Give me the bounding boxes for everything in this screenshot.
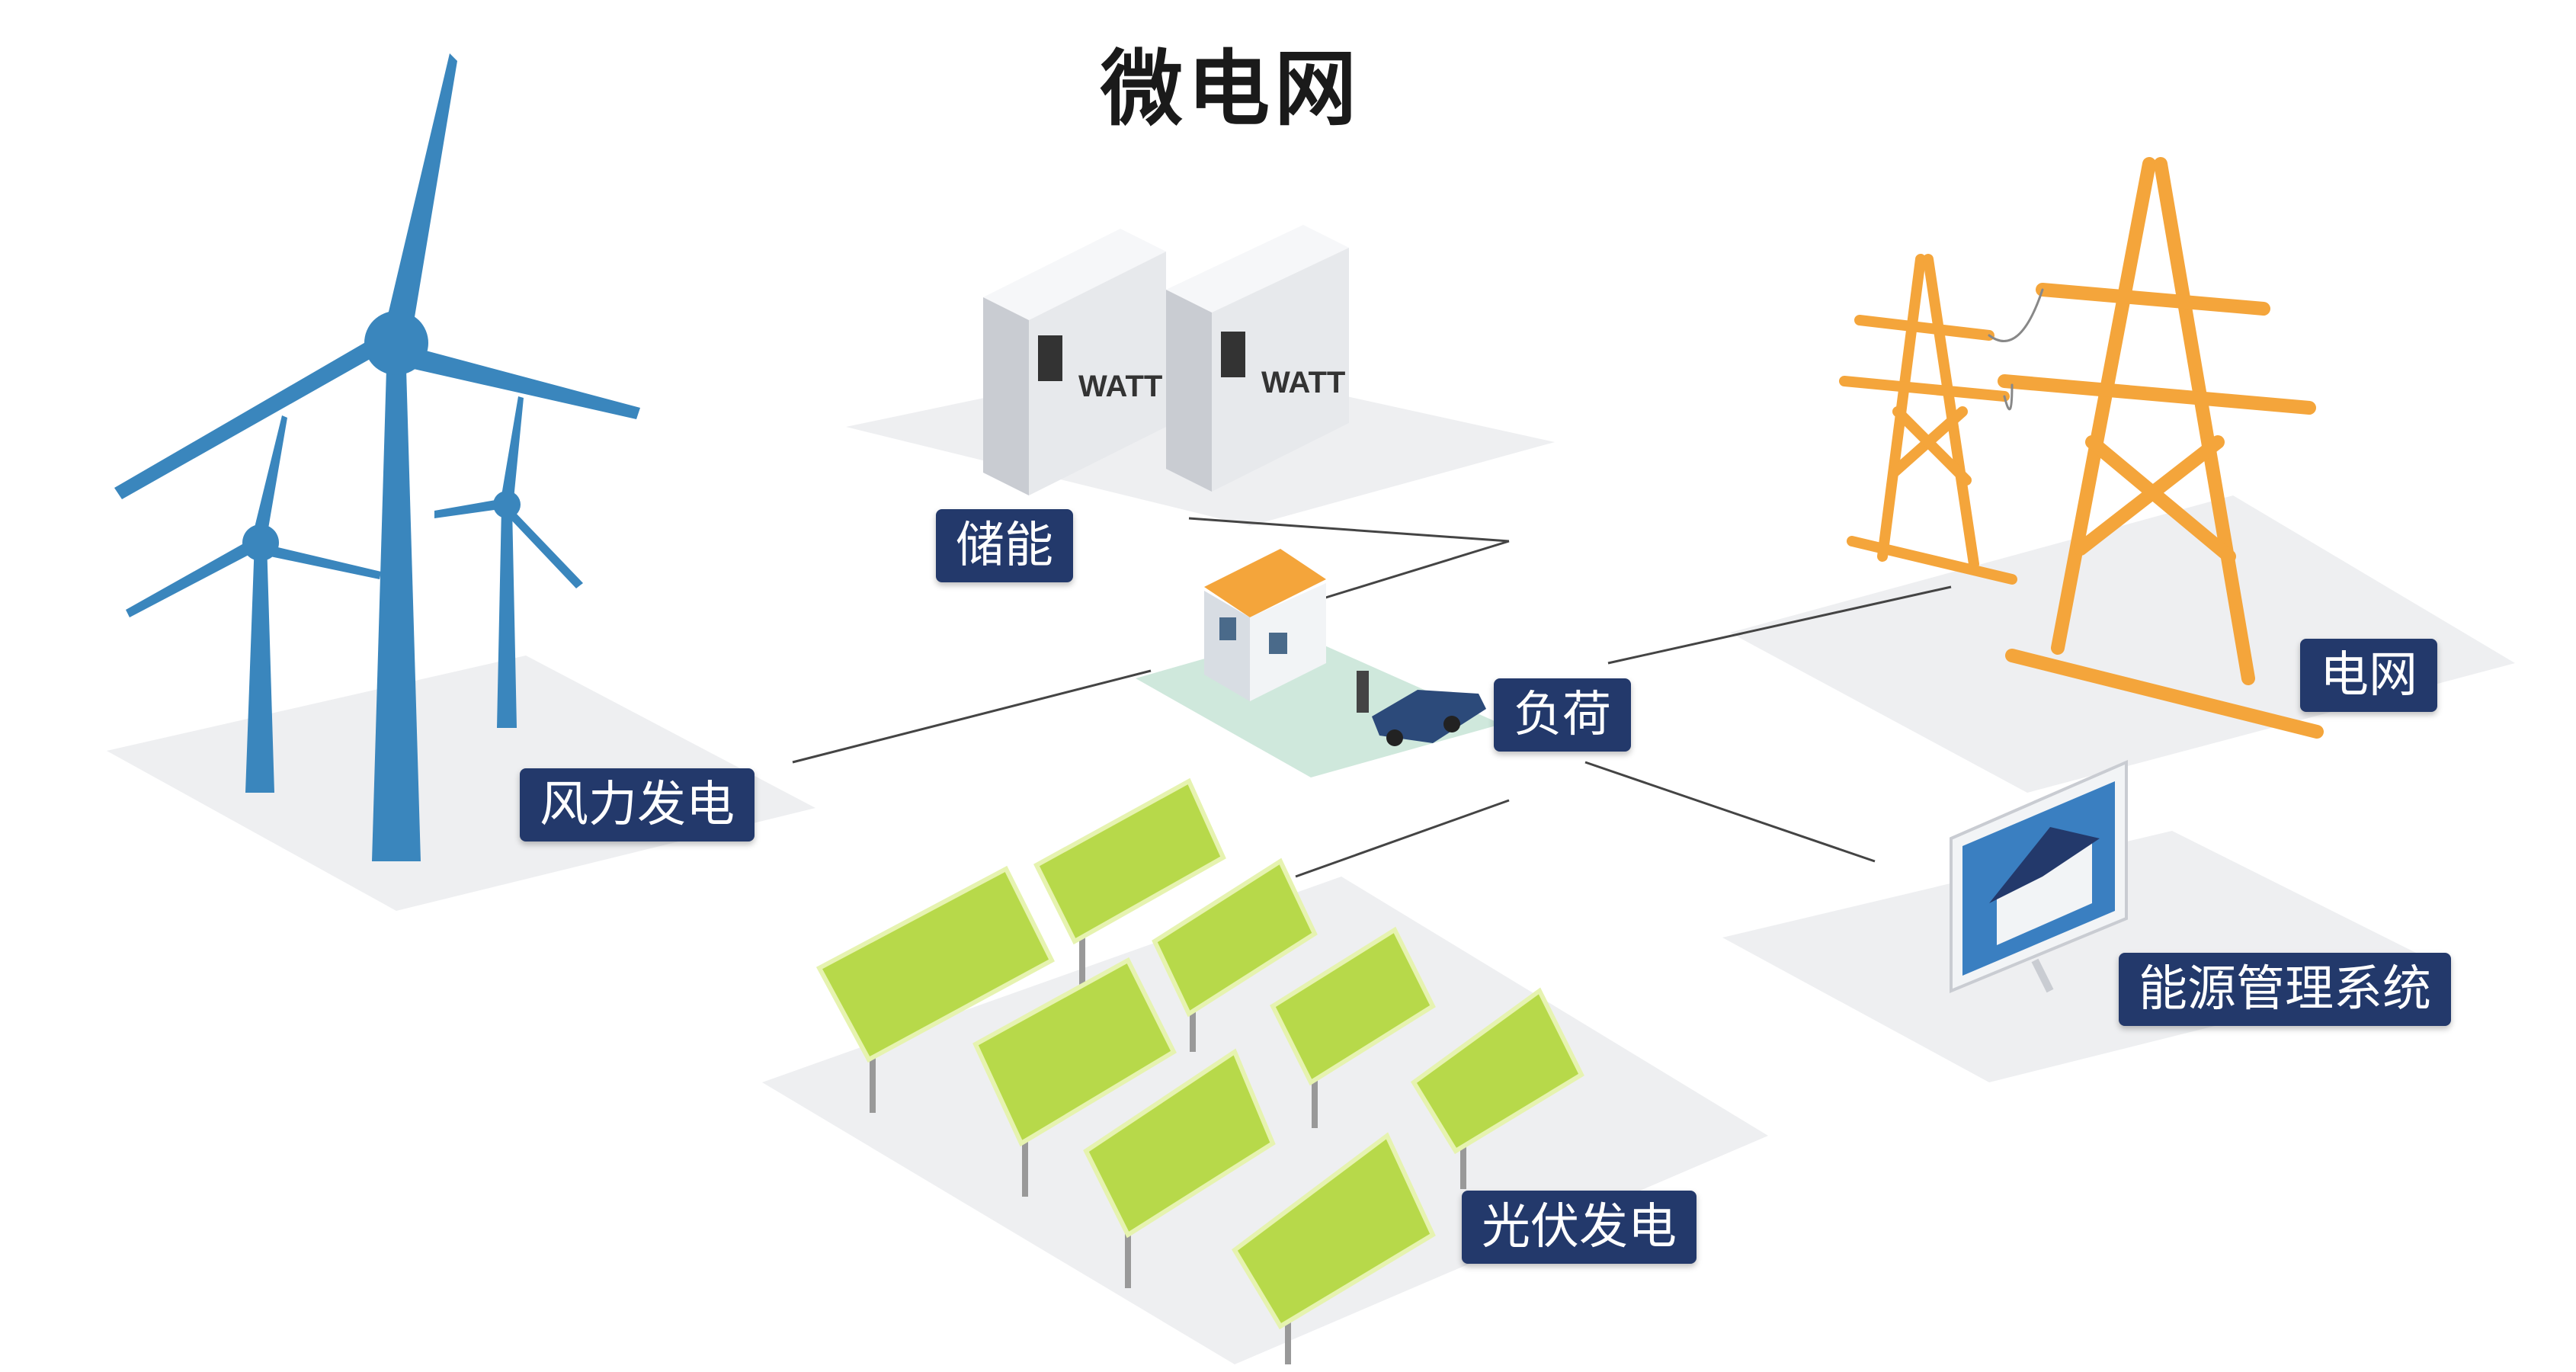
cabinet-brand: WATT [1261,366,1345,399]
panel-surface [1152,858,1318,1018]
line-storage-load-2 [1310,540,1510,604]
solar-panels [815,777,1584,1364]
line-storage-load [1188,517,1510,543]
pylon-arm [1998,374,2316,415]
turbine-hub [364,311,428,375]
wind-turbine-large [114,53,640,861]
electric-car [1372,690,1486,746]
cabinet-side [983,297,1029,495]
turbine-blade [114,335,385,499]
monitor-stand [2031,958,2054,993]
line-load-ems [1584,761,1876,863]
cabinet-screen [1038,335,1062,381]
cabinet-side [1166,290,1212,492]
pylon-small [1839,254,2017,585]
pylon-brace [2085,435,2236,563]
label-solar: 光伏发电 [1462,1191,1697,1264]
house-window [1219,617,1236,640]
turbine-blade [126,541,253,617]
diagram-title: 微电网 [1100,42,1361,137]
cabinet-top [1166,225,1349,313]
cabinet-front [1212,248,1349,492]
panel-surface [1270,926,1436,1086]
panel-surface [1083,1048,1276,1239]
label-load: 负荷 [1494,678,1631,752]
pylon-base [1847,536,2017,585]
solar-panel [1410,987,1584,1189]
panel-surface [1232,1132,1436,1330]
monitor-house-roof [1989,827,2100,903]
solar-panel [1270,926,1436,1128]
turbine-blade [385,53,457,335]
storage-cabinet [983,229,1166,495]
power-cable [1988,288,2044,342]
car-wheel [1386,729,1403,746]
ems-monitor [1950,759,2128,993]
pylon-arm [1854,315,1994,341]
turbine-tower [245,541,274,793]
load-house [1204,549,1369,713]
wind-platform [107,656,815,911]
power-cable [2003,383,2014,411]
panel-surface [1033,777,1226,945]
cabinet-screen [1221,332,1245,377]
wind-turbines [114,53,640,861]
house-roof [1204,549,1326,617]
pylon-base [2005,649,2324,739]
label-storage: 储能 [936,509,1073,582]
power-pylons [1839,157,2324,739]
label-wind: 风力发电 [520,768,755,841]
pylon-leg [2051,157,2156,655]
pylon-leg [1877,254,1926,562]
turbine-hub [242,524,279,561]
pylon-arm [1839,376,2010,402]
turbine-blade [253,415,287,537]
line-load-solar [1295,799,1510,878]
turbine-blade [506,509,583,588]
storage-cabinets: WATT WATT [983,225,1349,495]
solar-panel [972,957,1177,1197]
connection-lines [792,517,1952,878]
turbine-blade [501,396,524,499]
line-wind-load [792,669,1152,764]
label-ems: 能源管理系统 [2119,953,2451,1026]
pylon-arm [2036,283,2270,316]
panel-surface [815,865,1055,1063]
turbine-tower [372,343,421,861]
house-wall-side [1204,591,1250,701]
house-wall-front [1250,583,1326,701]
ems-platform [1722,831,2446,1082]
solar-panel [1083,1048,1276,1288]
turbine-tower [497,507,517,728]
turbine-blade [434,499,500,518]
car-wheel [1443,716,1460,732]
turbine-blade [400,347,640,419]
cabinet-top [983,229,1166,320]
solar-panel [1152,858,1318,1052]
label-grid: 电网 [2300,639,2437,712]
panel-surface [972,957,1177,1147]
solar-panel [1232,1132,1436,1364]
solar-panel [815,865,1055,1113]
pylon-leg [1923,254,1979,569]
pylon-brace [1892,406,1972,486]
wind-turbine-small-left [126,415,381,793]
turbine-hub [493,491,521,518]
line-load-grid [1607,585,1952,665]
cabinet-front [1029,252,1166,495]
charging-station [1357,671,1369,713]
storage-cabinet [1166,225,1349,492]
house-window [1269,633,1287,654]
cabinet-brand: WATT [1078,370,1162,403]
panel-surface [1410,987,1584,1155]
grid-platform [1730,495,2515,793]
car-body [1372,690,1486,743]
pylon-large [1998,157,2324,739]
wind-turbine-small-right [434,396,583,728]
turbine-blade [263,545,381,579]
pylon-leg [2154,157,2255,685]
